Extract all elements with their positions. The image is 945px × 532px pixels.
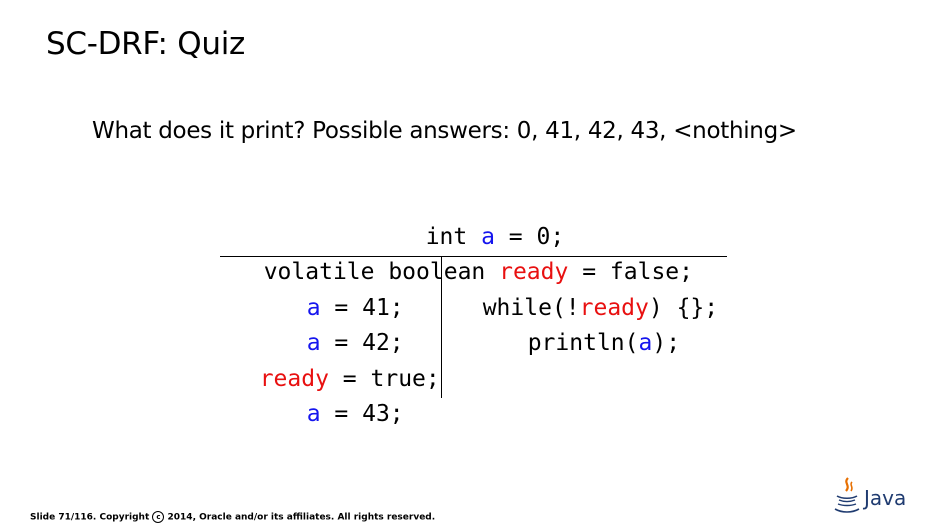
code-token: = 41; <box>320 295 404 321</box>
code-token: = false; <box>568 259 693 285</box>
code-token: ready <box>499 259 569 285</box>
horizontal-divider <box>220 256 727 257</box>
slide-footer: Slide 71/116. Copyright c 2014, Oracle a… <box>30 511 435 523</box>
code-token: = true; <box>328 366 440 392</box>
code-token: a <box>306 401 321 427</box>
code-token: a <box>481 224 495 250</box>
code-token: ready <box>579 295 649 321</box>
slide-title: SC-DRF: Quiz <box>46 26 245 62</box>
java-cup-icon <box>834 477 860 513</box>
code-token: a <box>638 330 653 356</box>
code-token: ready <box>259 366 329 392</box>
code-token: = 43; <box>320 401 404 427</box>
code-token: = 0; <box>494 224 565 250</box>
footer-prefix: Slide 71/116. Copyright <box>30 512 153 523</box>
code-token: a <box>306 330 321 356</box>
code-token: while(! <box>482 295 580 321</box>
code-token: a <box>306 295 321 321</box>
copyright-icon: c <box>152 511 165 523</box>
thread2-line-1: while(!ready) {}; <box>455 256 718 326</box>
quiz-question: What does it print? Possible answers: 0,… <box>92 118 797 144</box>
code-token: = 42; <box>320 330 404 356</box>
code-token: int <box>425 224 482 250</box>
code-token: println( <box>527 330 639 356</box>
java-logo-text: Java <box>864 486 907 510</box>
thread1-line-4: a = 43; <box>279 362 404 432</box>
code-token: ) {}; <box>648 295 719 321</box>
code-token: volatile boolean <box>263 259 500 285</box>
footer-suffix: 2014, Oracle and/or its affiliates. All … <box>164 512 436 523</box>
thread1-line-2: a = 42; <box>279 291 404 361</box>
thread1-line-1: a = 41; <box>279 256 404 326</box>
thread1-line-3: ready = true; <box>232 327 440 397</box>
vertical-divider <box>441 257 442 398</box>
code-line-int-a: int a = 0; <box>398 185 565 255</box>
code-token: ); <box>652 330 681 356</box>
code-line-volatile-ready: volatile boolean ready = false; <box>236 220 693 290</box>
thread2-line-2: println(a); <box>500 291 680 361</box>
